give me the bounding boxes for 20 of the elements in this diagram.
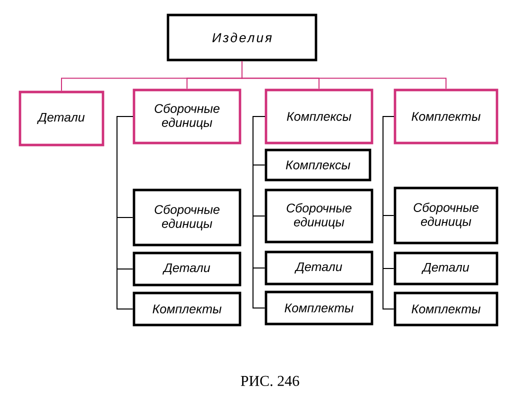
component-box: Сборочные единицы [264,188,374,244]
connector-line [382,116,394,310]
connector-line [242,60,446,90]
category-box: Сборочные единицы [132,88,242,144]
category-box: Комплекты [394,88,498,144]
category-box: Комплексы [264,88,374,144]
category-box: Детали [18,90,104,146]
component-box: Детали [264,250,374,286]
component-box: Сборочные единицы [394,186,498,244]
component-box: Детали [132,252,242,286]
connector-line [116,116,134,310]
component-box: Комплекты [264,290,374,326]
root-box: Изделия [166,14,318,62]
component-box: Комплексы [264,148,372,182]
component-box: Детали [394,252,498,286]
component-box: Комплекты [132,292,242,326]
figure-caption: РИС. 246 [240,376,300,386]
connector-line [252,116,266,308]
component-box: Комплекты [394,292,498,326]
component-box: Сборочные единицы [132,188,242,246]
